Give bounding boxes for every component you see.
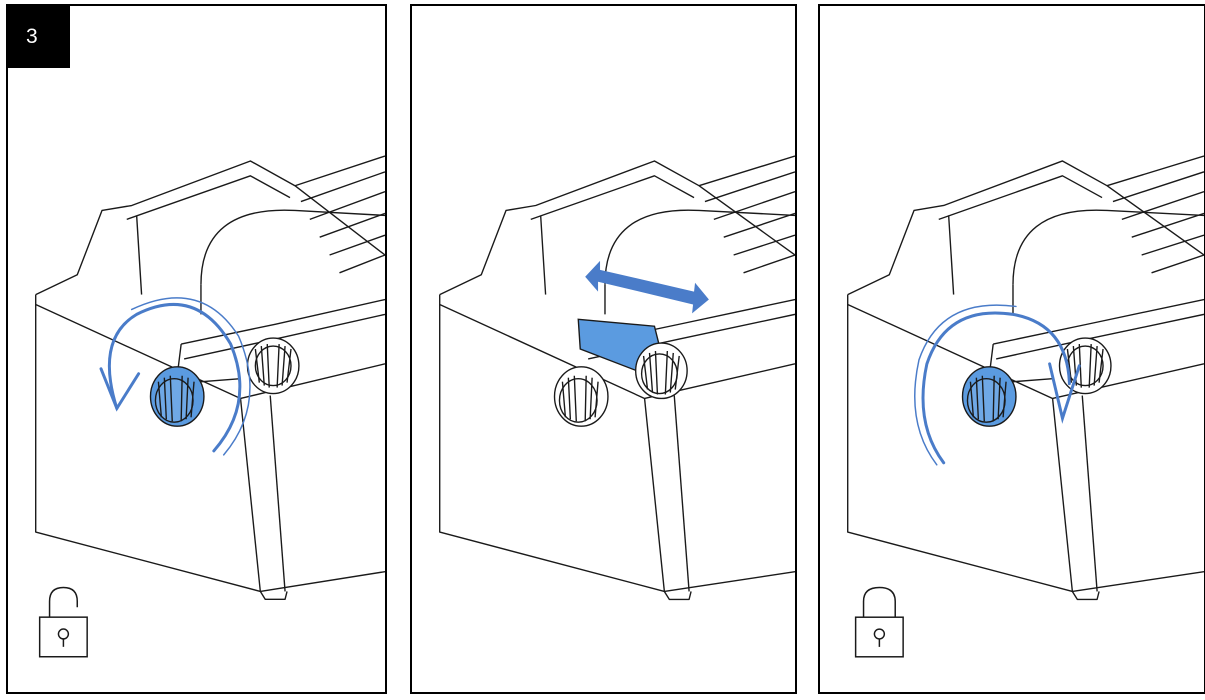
printer-illustration-1: [35, 155, 385, 658]
step-number-badge: 3: [8, 6, 70, 68]
unlocked-padlock-icon: [38, 586, 88, 658]
step-panel-1: 3: [6, 4, 387, 694]
rotate-cw-arrow-icon: [914, 304, 1081, 466]
printer-illustration-2: [439, 155, 795, 601]
step-number: 3: [26, 25, 38, 48]
locked-padlock-icon: [854, 586, 904, 658]
rotate-ccw-arrow-icon: [99, 297, 251, 456]
slide-arrow-icon: [585, 260, 709, 314]
step-panel-3: [818, 4, 1205, 694]
step-panel-2: [410, 4, 797, 694]
printer-illustration-3: [847, 155, 1204, 658]
